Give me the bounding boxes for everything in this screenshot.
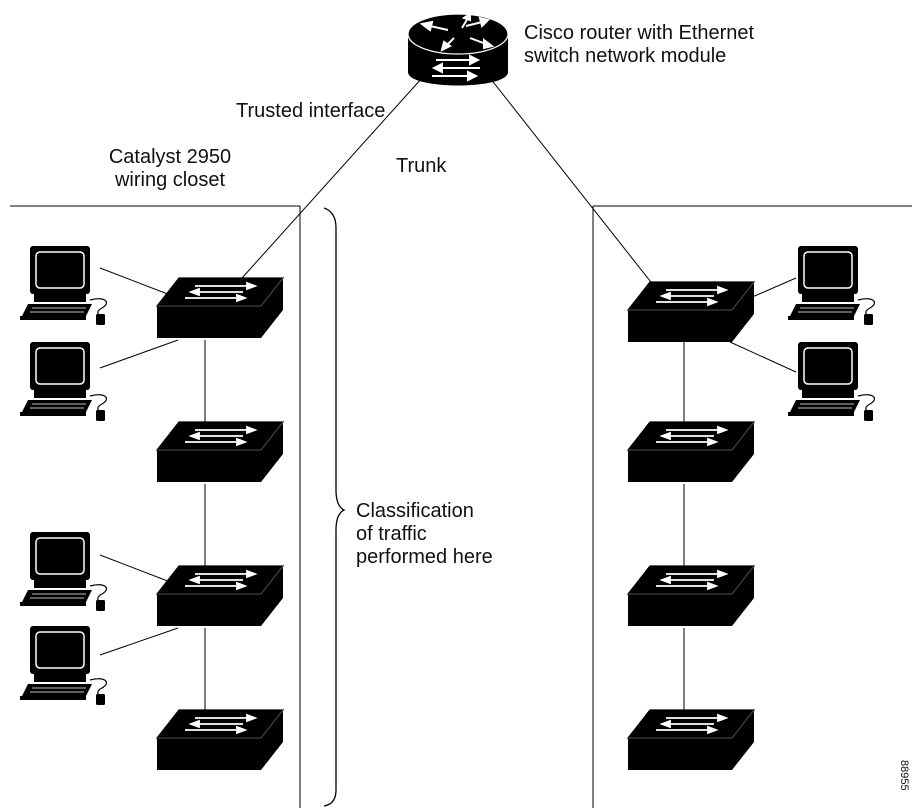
figure-id: 88955 xyxy=(898,760,910,791)
classification-label-line2: of traffic xyxy=(356,523,427,545)
connections xyxy=(99,77,797,710)
workstation-icon xyxy=(19,625,108,706)
router-label-line1: Cisco router with Ethernet xyxy=(524,22,755,44)
left-pc-link-3 xyxy=(99,554,179,586)
switch-icon xyxy=(627,709,755,771)
right-closet-border xyxy=(592,205,912,808)
left-closet-border xyxy=(10,205,301,808)
left-pc-link-4 xyxy=(99,627,179,656)
router-icon xyxy=(407,12,509,86)
workstation-icon xyxy=(787,341,876,422)
classification-label-line1: Classification xyxy=(356,500,474,522)
catalyst-label: Catalyst 2950 wiring closet xyxy=(80,146,260,192)
switch-icon xyxy=(156,565,284,627)
trusted-interface-label: Trusted interface xyxy=(236,100,386,122)
router-label-line2: switch network module xyxy=(524,45,727,67)
catalyst-label-line1: Catalyst 2950 xyxy=(108,146,232,168)
trunk-label: Trunk xyxy=(396,155,447,177)
workstation-icon xyxy=(19,341,108,422)
switch-icon xyxy=(627,565,755,627)
trunk-link-right xyxy=(489,77,655,287)
classification-label-line3: performed here xyxy=(356,546,493,568)
router-label: Cisco router with Ethernet switch networ… xyxy=(524,22,754,68)
left-pc-link-1 xyxy=(99,267,179,299)
right-pc-link-1 xyxy=(749,277,797,299)
switch-icon xyxy=(156,709,284,771)
catalyst-label-line2: wiring closet xyxy=(114,169,226,191)
trunk-link-left xyxy=(241,77,423,279)
workstation-icon xyxy=(19,531,108,612)
workstation-icon xyxy=(19,245,108,326)
right-pc-link-2 xyxy=(729,341,797,373)
workstation-icon xyxy=(787,245,876,326)
classification-brace xyxy=(323,207,346,807)
switch-icon xyxy=(156,277,284,339)
left-pc-link-2 xyxy=(99,339,179,369)
classification-label: Classification of traffic performed here xyxy=(356,500,493,569)
switch-icon xyxy=(627,421,755,483)
switch-icon xyxy=(156,421,284,483)
switch-icon xyxy=(627,281,755,343)
